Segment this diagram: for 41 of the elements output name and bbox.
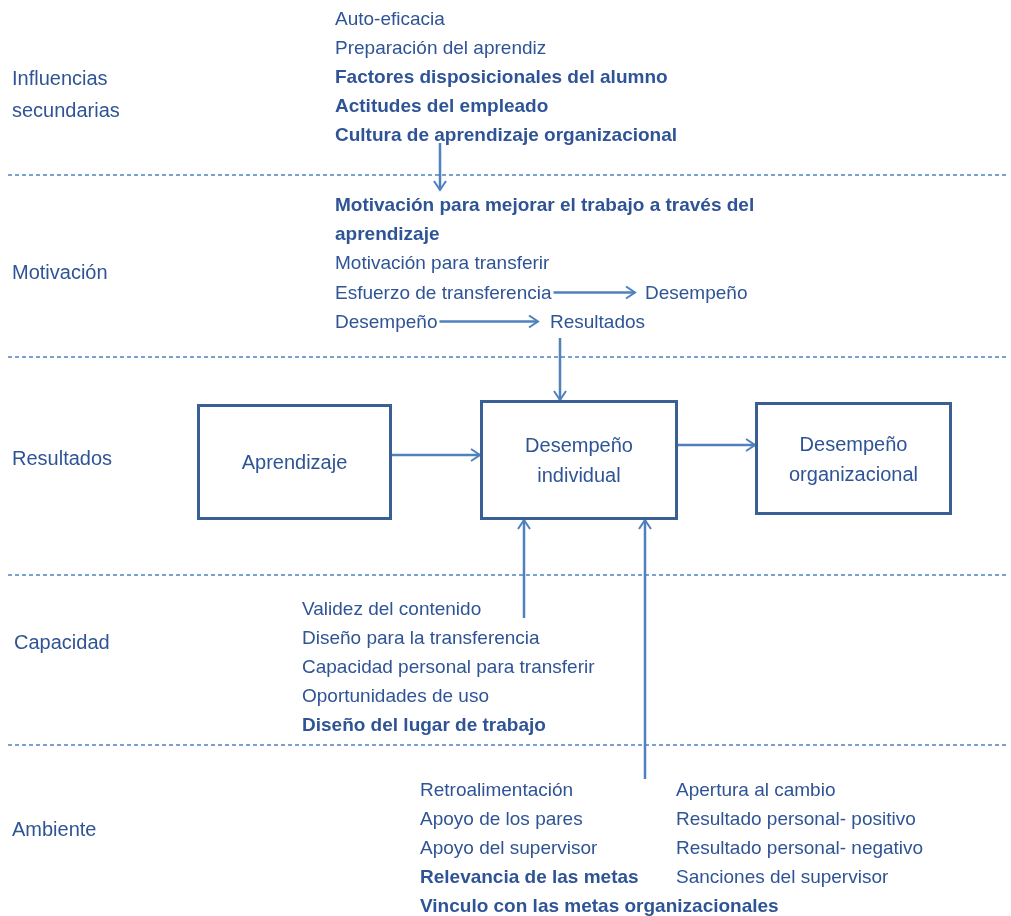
list-item: Apoyo del supervisor <box>420 836 598 860</box>
band-label: Resultados <box>12 446 114 471</box>
text-label: Desempeño <box>335 307 438 336</box>
list-item: Motivación para transferir <box>335 251 551 275</box>
process-box: Aprendizaje <box>197 404 392 520</box>
text-label: Desempeño <box>645 278 748 307</box>
list-item: Validez del contenido <box>302 597 482 621</box>
list-item: Resultado personal- negativo <box>676 836 924 860</box>
text-label: Esfuerzo de transferencia <box>335 278 552 307</box>
list-item: Actitudes del empleado <box>335 94 549 118</box>
band-label: Motivación <box>12 260 109 285</box>
arrow <box>638 519 652 779</box>
list-item: Sanciones del supervisor <box>676 865 889 889</box>
list-item: Auto-eficacia <box>335 7 445 31</box>
process-box: Desempeño individual <box>480 400 678 520</box>
list-item: Apertura al cambio <box>676 778 836 802</box>
list-item: Cultura de aprendizaje organizacional <box>335 123 678 147</box>
list-item: Retroalimentación <box>420 778 574 802</box>
list-item: Vinculo con las metas organizacionales <box>420 894 779 916</box>
list-item: Factores disposicionales del alumno <box>335 65 668 89</box>
text-label: Resultados <box>550 307 646 336</box>
list-item: Apoyo de los pares <box>420 807 583 831</box>
arrow <box>517 519 531 618</box>
band-label: Influencias secundarias <box>12 66 121 123</box>
list-item: Diseño para la transferencia <box>302 626 540 650</box>
list-item: Diseño del lugar de trabajo <box>302 713 546 737</box>
list-item: Preparación del aprendiz <box>335 36 547 60</box>
arrow <box>553 285 636 300</box>
arrow <box>392 448 481 462</box>
band-label: Capacidad <box>14 630 111 655</box>
list-item: Relevancia de las metas <box>420 865 639 889</box>
list-item: Motivación para mejorar el trabajo a través del aprendizaje <box>335 193 756 246</box>
arrow <box>439 314 539 329</box>
list-item: Oportunidades de uso <box>302 684 489 708</box>
arrow <box>433 143 447 191</box>
list-item: Capacidad personal para transferir <box>302 655 595 679</box>
band-label: Ambiente <box>12 817 98 842</box>
process-box: Desempeño organizacional <box>755 402 952 515</box>
list-item: Resultado personal- positivo <box>676 807 916 831</box>
arrow <box>678 438 756 452</box>
arrow <box>553 338 567 401</box>
